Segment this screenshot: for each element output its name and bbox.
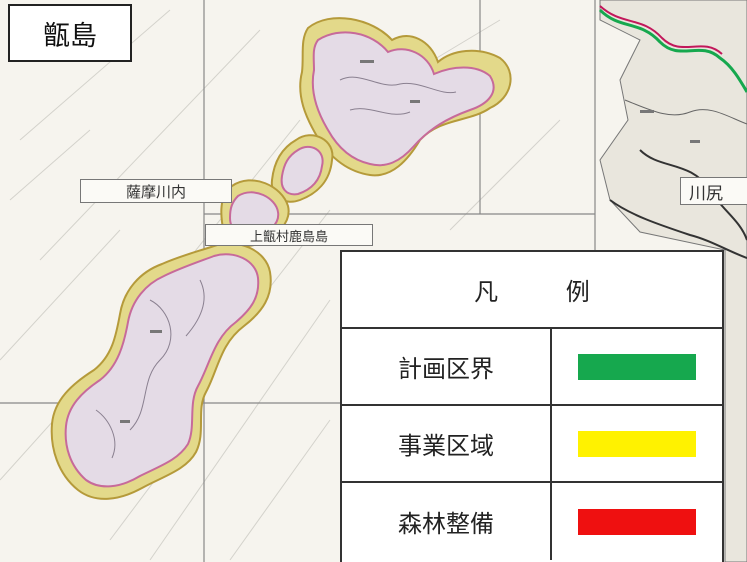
map-title-box: 甑島: [8, 4, 132, 62]
legend-row-boundary: 計画区界: [342, 329, 722, 406]
map-annotations: [120, 60, 700, 423]
right-place-text: 川尻: [689, 183, 723, 204]
legend-row-forest-maintenance: 森林整備: [342, 483, 722, 560]
legend-table: 凡 例 計画区界 事業区域 森林整備: [340, 250, 724, 562]
legend-heading: 凡 例: [342, 252, 722, 329]
island-label-text: 上甑村鹿島島: [249, 229, 328, 245]
legend-row-project-area: 事業区域: [342, 406, 722, 483]
left-place-text: 薩摩川内: [125, 182, 186, 201]
mainland-coast: [598, 0, 747, 562]
map-title: 甑島: [43, 20, 97, 52]
legend-swatch-cell: [552, 329, 722, 404]
legend-swatch-red: [578, 508, 696, 535]
legend-label: 計画区界: [342, 329, 552, 404]
island-north: [299, 17, 512, 177]
legend-swatch-cell: [552, 483, 722, 560]
legend-label: 事業区域: [342, 406, 552, 481]
legend-swatch-cell: [552, 406, 722, 481]
legend-swatch-green: [578, 353, 696, 380]
map-label-left-place: 薩摩川内: [80, 179, 232, 203]
map-label-right-place: 川尻: [680, 177, 747, 205]
island-south: [50, 242, 272, 500]
legend-label: 森林整備: [342, 483, 552, 560]
legend-swatch-yellow: [578, 430, 696, 457]
map-label-island: 上甑村鹿島島: [205, 224, 373, 246]
